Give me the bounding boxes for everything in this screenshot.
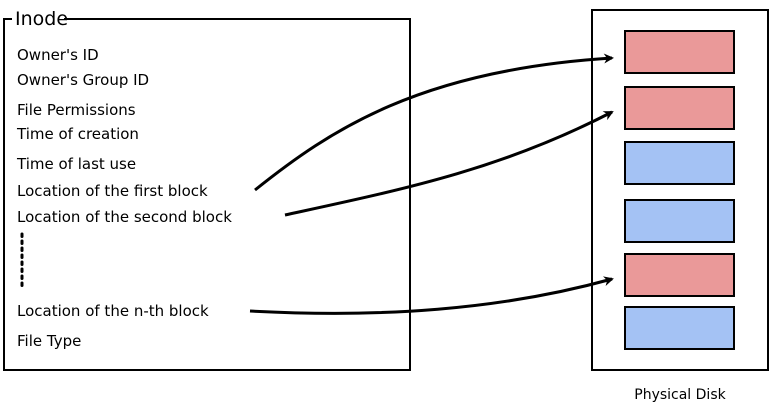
field-file-type: File Type xyxy=(17,332,81,350)
disk-block-free xyxy=(624,141,735,185)
field-second-block: Location of the second block xyxy=(17,208,232,226)
arrow-nth-block xyxy=(249,276,614,315)
physical-disk-box xyxy=(591,9,769,371)
physical-disk-caption: Physical Disk xyxy=(634,387,726,403)
field-first-block: Location of the first block xyxy=(17,182,208,200)
field-nth-block: Location of the n-th block xyxy=(17,302,209,320)
disk-block-free xyxy=(624,306,735,350)
field-time-of-creation: Time of creation xyxy=(16,125,139,143)
disk-block-used xyxy=(624,30,735,74)
disk-block-used xyxy=(624,253,735,297)
field-file-permissions: File Permissions xyxy=(17,101,136,119)
field-owner-id: Owner's ID xyxy=(17,46,99,64)
disk-block-free xyxy=(624,199,735,243)
field-owner-group-id: Owner's Group ID xyxy=(17,71,149,89)
inode-box xyxy=(3,18,411,371)
arrow-second-block xyxy=(284,110,614,217)
field-time-of-last-use: Time of last use xyxy=(16,155,136,173)
arrow-first-block xyxy=(254,53,614,192)
inode-title: Inode xyxy=(15,8,68,30)
disk-block-used xyxy=(624,86,735,130)
